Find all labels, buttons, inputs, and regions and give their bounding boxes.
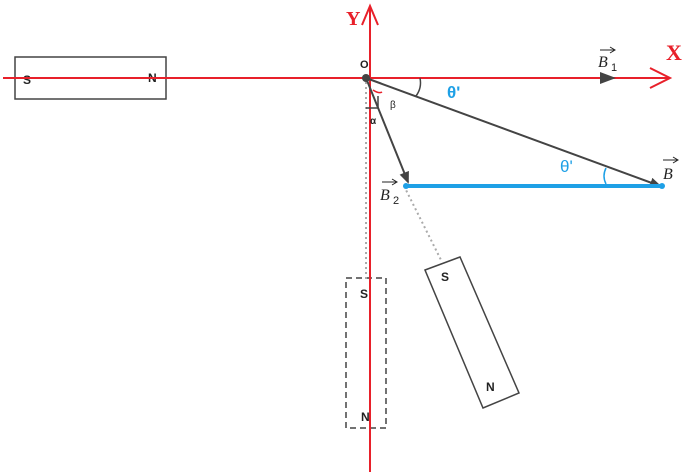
svg-text:B: B	[663, 166, 673, 183]
x-axis: X	[3, 40, 682, 89]
y-axis-label: Y	[346, 8, 361, 30]
b1-arrowhead	[600, 72, 616, 84]
horizontal-magnet-s-pole: S	[23, 73, 31, 87]
beta-label: β	[390, 100, 396, 111]
theta-label-mid: θ'	[560, 157, 573, 176]
x-axis-label: X	[666, 40, 682, 65]
svg-text:2: 2	[393, 195, 399, 207]
svg-text:B: B	[598, 54, 608, 71]
b-vector-label: B	[663, 156, 679, 183]
vertical-dashed-magnet: S N	[345, 277, 387, 429]
y-axis: Y	[346, 3, 379, 472]
right-angle-marker	[366, 96, 379, 109]
b1-vector-label: B 1	[598, 46, 617, 74]
resultant-b-vector	[365, 77, 662, 188]
theta-arc-origin	[415, 77, 422, 97]
svg-text:B: B	[380, 187, 390, 204]
tilted-magnet-s-pole: S	[441, 270, 449, 284]
b2-vector-label: B 2	[380, 178, 399, 207]
origin-label: O	[360, 59, 369, 71]
beta-arc	[372, 89, 383, 94]
theta-arc-b	[603, 167, 607, 185]
vertical-magnet-s-pole: S	[360, 287, 368, 301]
b2-vector	[365, 77, 409, 184]
theta-label-top: θ'	[447, 83, 460, 102]
alpha-label: α	[370, 116, 377, 127]
tilted-magnet-n-pole: N	[486, 380, 495, 394]
dotted-guide-tilted	[403, 185, 443, 263]
tilted-magnet: S N	[424, 256, 520, 409]
svg-text:1: 1	[611, 62, 617, 74]
vertical-magnet-n-pole: N	[361, 410, 370, 424]
